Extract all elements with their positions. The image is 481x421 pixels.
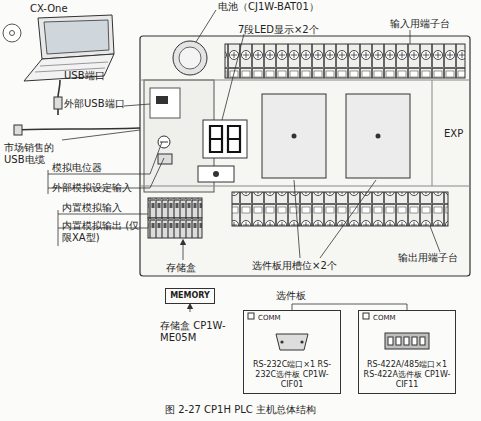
board-icons: [363, 313, 369, 319]
plc-body: [140, 186, 470, 187]
software-name: CX-One: [30, 3, 68, 15]
option-slot: [376, 134, 381, 139]
memory-cassette: MEMORY: [165, 288, 215, 304]
leader-line: [58, 210, 148, 246]
option-slot: [262, 94, 326, 178]
board-icons: [300, 340, 303, 343]
analog-terminal: [148, 198, 202, 218]
part-label: 模拟电位器: [52, 162, 102, 174]
part-label: 输出用端子台: [398, 252, 458, 264]
battery: [173, 41, 207, 75]
plc-body: [158, 154, 172, 164]
port-label: USB端口: [64, 70, 105, 82]
plc-body: [140, 36, 470, 276]
board-icons: [396, 337, 401, 345]
led-display: [203, 120, 247, 158]
part-label: 外部模拟设定输入: [52, 182, 132, 194]
laptop: [24, 15, 114, 81]
part-label: 7段LED显示×2个: [238, 24, 319, 36]
plc-body: [150, 88, 180, 118]
figure-caption: 图 2-27 CP1H PLC 主机总体结构: [0, 404, 481, 416]
input-terminal-block: [225, 44, 465, 78]
option-board: COMM RS-232C端口×1 RS-232C选件板 CP1W-CIF01: [243, 310, 341, 394]
leader-line: [222, 34, 244, 120]
leader-line: [48, 10, 440, 312]
port-tag: COMM: [373, 314, 395, 323]
plc-body: [158, 136, 170, 148]
port-label: 外部USB端口: [64, 98, 125, 110]
board-icons: [388, 337, 393, 345]
leader-line: [48, 142, 164, 194]
board-text: RS-232C端口×1 RS-232C选件板 CP1W-CIF01: [246, 360, 338, 390]
usb-cable: [18, 128, 140, 130]
laptop: [38, 15, 114, 59]
part-label: 存储盒 CP1W-ME05M: [160, 320, 232, 344]
connector-label: EXP: [444, 128, 463, 140]
part-label: 内置模拟输入: [62, 202, 122, 214]
board-text: MEMORY: [166, 291, 214, 301]
leader-line: [196, 10, 216, 42]
plc-body: [140, 80, 470, 81]
memory-slot: [198, 166, 234, 182]
usb-cable: [58, 80, 60, 98]
plc-body: [432, 80, 433, 186]
board-icons: [276, 334, 308, 350]
leader-line: [124, 104, 150, 106]
leader-line: [190, 306, 191, 312]
board-icons: [280, 340, 283, 343]
laptop: [24, 54, 114, 81]
board-text: RS-422A/485端口×1 RS-422A选件板 CP1W-CIF11: [361, 360, 453, 390]
part-label: 选件板用槽位×2个: [252, 260, 337, 272]
battery: [173, 41, 207, 75]
plc-body: [140, 36, 470, 276]
output-terminal-block: [232, 192, 448, 226]
leader-line: [294, 180, 376, 258]
option-board: COMM RS-422A/485端口×1 RS-422A选件板 CP1W-CIF1…: [358, 310, 456, 394]
leader-line: [183, 242, 184, 260]
cd-disc: [3, 24, 21, 42]
option-slot: [262, 94, 410, 178]
board-icons: [248, 313, 429, 350]
laptop: [40, 62, 108, 66]
laptop: [44, 20, 109, 54]
board-icons: [248, 313, 254, 319]
memory-slot: [213, 171, 219, 177]
led-display: [203, 120, 247, 158]
board-icons: [385, 333, 429, 349]
cd-disc: [10, 31, 15, 36]
leader-line: [430, 226, 440, 252]
part-label: 输入用端子台: [390, 18, 450, 30]
usb-cable: [14, 80, 140, 135]
battery: [179, 47, 201, 69]
usb-cable: [57, 109, 59, 115]
leader-line: [410, 30, 411, 44]
board-icons: [404, 337, 409, 345]
analog-terminal: [148, 218, 202, 238]
board-icons: [412, 337, 417, 345]
board-icons: [420, 337, 425, 345]
part-label: 存储盒: [166, 262, 196, 274]
option-slot: [346, 94, 410, 178]
led-display: [210, 126, 222, 152]
usb-cable: [54, 97, 62, 109]
part-label: 选件板: [276, 290, 306, 302]
leader-line: [62, 130, 140, 140]
part-label: 电池（CJ1W-BAT01）: [218, 1, 319, 13]
plc-body: [156, 96, 168, 104]
usb-cable: [14, 125, 22, 135]
led-display: [228, 126, 240, 152]
port-tag: COMM: [258, 314, 280, 323]
plc-body: [160, 142, 168, 143]
cd-disc: [3, 24, 21, 42]
option-slot: [292, 134, 297, 139]
part-label: 内置模拟输出 (仅限XA型): [62, 220, 144, 244]
memory-slot: [198, 166, 234, 182]
